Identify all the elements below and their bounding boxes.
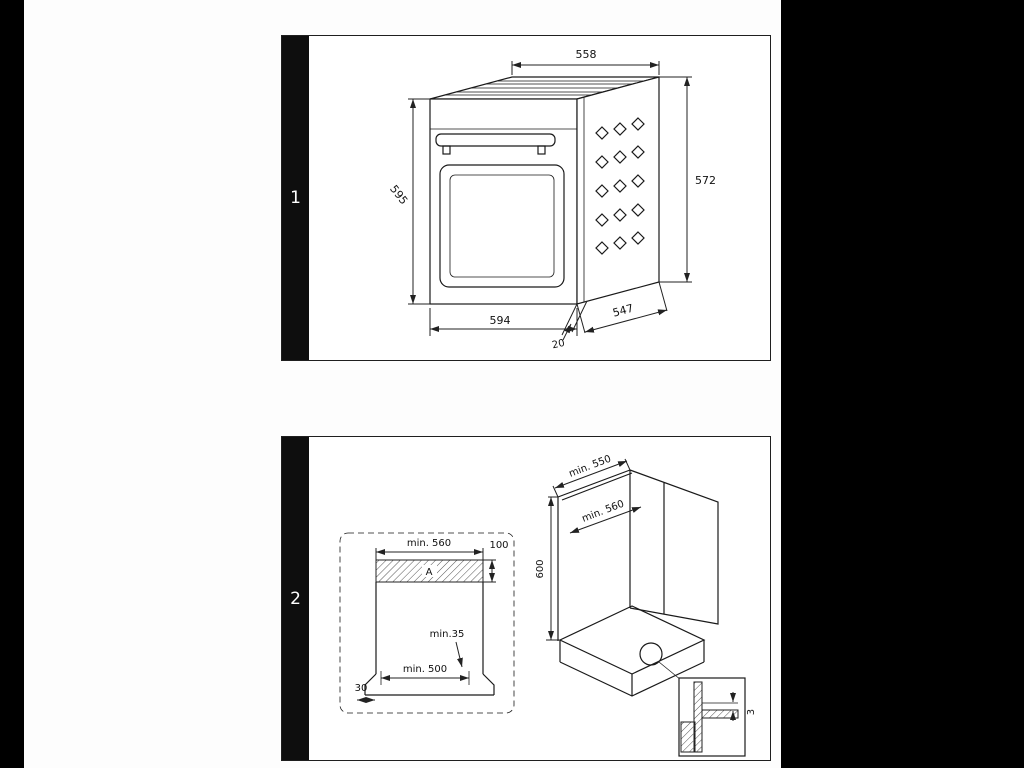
fig2-rear-clearance-label: min.35 bbox=[430, 629, 465, 640]
detail-leader-line bbox=[658, 661, 682, 681]
oven-door-window-outer bbox=[439, 164, 565, 288]
fig2-detail-gap-label: 3 bbox=[746, 709, 757, 715]
handle-leg-right bbox=[537, 145, 546, 155]
fig2-cabinet-depth-top-label: min. 550 bbox=[567, 454, 612, 480]
fig2-niche-width-bottom-label: min. 500 bbox=[403, 664, 447, 675]
niche-dashed-outline bbox=[339, 532, 515, 714]
detail-cabinet-section bbox=[680, 721, 696, 753]
fig2-niche-width-top-label: min. 560 bbox=[407, 538, 451, 549]
figure-2-panel: 2 bbox=[281, 436, 771, 761]
cabinet-open-side-panels bbox=[629, 469, 719, 625]
cabinet-left-wall bbox=[557, 469, 633, 641]
oven-isometric-drawing bbox=[429, 76, 660, 305]
oven-front-face bbox=[429, 98, 578, 305]
install-detail-inset: 3 bbox=[678, 677, 757, 757]
detail-shelf-section bbox=[701, 709, 739, 719]
fig1-dim-depth-label: 547 bbox=[611, 302, 635, 320]
manual-page: 1 bbox=[24, 0, 781, 768]
figure-2-tab: 2 bbox=[282, 437, 309, 760]
cabinet-base-plinth bbox=[559, 640, 705, 697]
figure-2-drawing: min. 560 100 A min.35 min. 500 30 bbox=[339, 454, 757, 757]
cabinet-isometric-view bbox=[557, 469, 719, 697]
figure-1-drawing: 558 595 572 594 547 20 bbox=[387, 48, 716, 351]
figure-1-panel: 1 bbox=[281, 35, 771, 361]
oven-control-buttons bbox=[595, 117, 645, 255]
niche-dimension-lines bbox=[357, 548, 496, 703]
detail-callout-circle bbox=[639, 642, 663, 666]
cabinet-base-top bbox=[558, 605, 706, 675]
oven-door-handle bbox=[435, 133, 556, 147]
figure-1-number: 1 bbox=[290, 188, 301, 208]
figure-1-dimension-lines bbox=[408, 61, 692, 341]
fig1-dim-front-height-label: 595 bbox=[387, 183, 410, 208]
figure-2-number: 2 bbox=[290, 588, 301, 609]
niche-side-walls bbox=[375, 582, 484, 674]
fig2-strip-height-label: 100 bbox=[489, 540, 508, 551]
niche-floor-and-feet bbox=[364, 673, 495, 696]
fig2-cabinet-height-label: 600 bbox=[535, 559, 546, 578]
fig1-dim-bottom-width-label: 594 bbox=[490, 314, 511, 327]
oven-door-window-inner bbox=[449, 174, 555, 278]
handle-leg-left bbox=[442, 145, 451, 155]
niche-front-view bbox=[339, 532, 515, 714]
fig1-dim-front-overhang-label: 20 bbox=[551, 338, 566, 351]
fig1-dim-back-height-label: 572 bbox=[695, 174, 716, 187]
oven-top-vent-lines bbox=[444, 80, 645, 96]
strip-label-bg bbox=[422, 565, 437, 577]
fig2-front-gap-label: 30 bbox=[355, 683, 368, 694]
cabinet-dimension-lines bbox=[546, 458, 642, 641]
figure-1-tab: 1 bbox=[282, 36, 309, 360]
fig1-dim-top-width-label: 558 bbox=[576, 48, 597, 61]
fig2-strip-letter-label: A bbox=[426, 567, 433, 578]
